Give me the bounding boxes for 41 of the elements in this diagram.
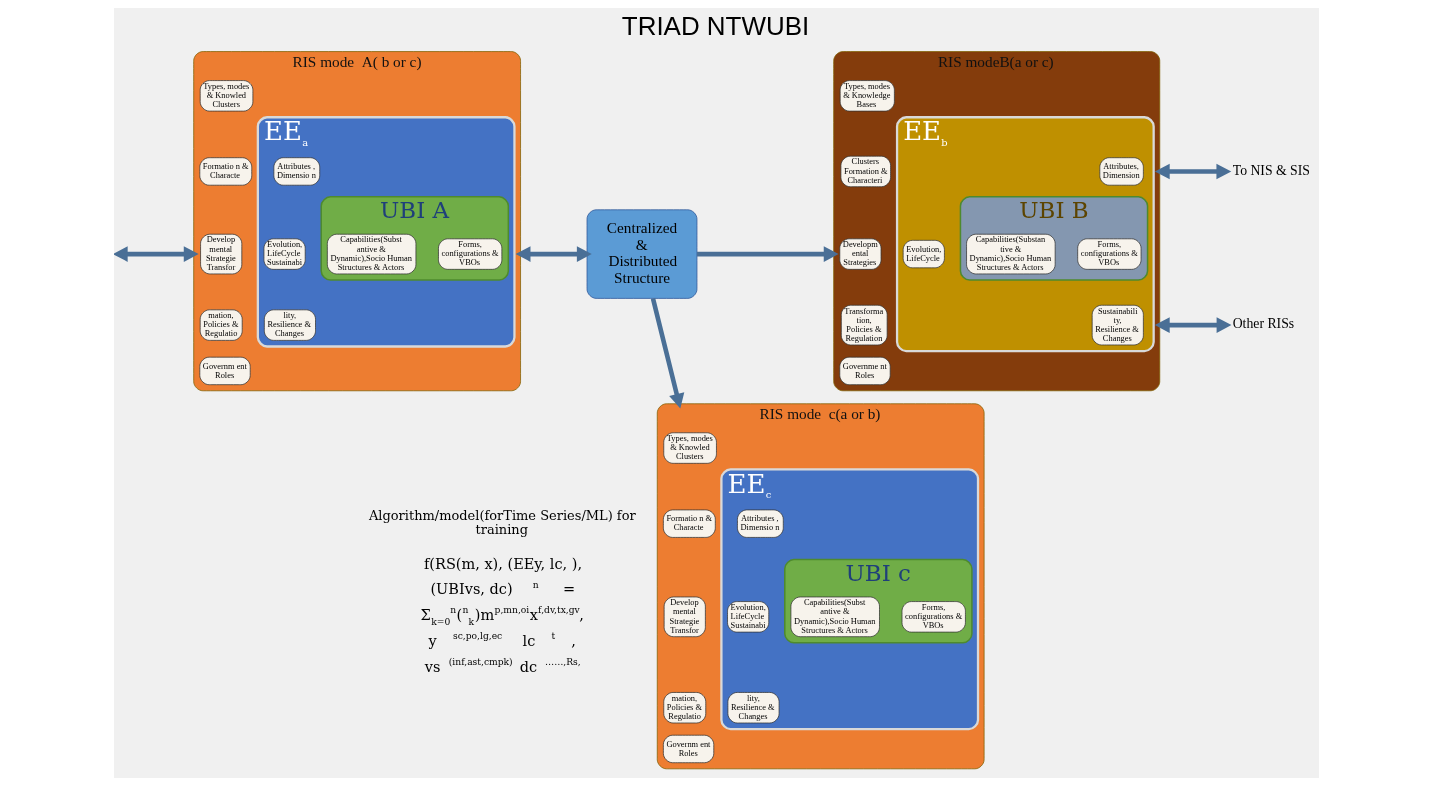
- node-box: mation, Policies & Regulatio: [199, 309, 243, 341]
- node-box: Formatio n & Characte: [198, 157, 252, 186]
- node-box: Forms, configurations & VBOs: [437, 238, 502, 270]
- node-box: Evolution, LifeCycle Sustainabi: [726, 601, 769, 633]
- node-box: Capabilities(Subst antive & Dynamic),Socio Human Structures & Actors: [790, 596, 880, 638]
- node-box: Evolution, LifeCycle: [902, 239, 945, 269]
- arrow: [696, 246, 839, 262]
- node-box: Develop mental Strategie Transfor: [199, 233, 242, 275]
- node-box: Types, modes & Knowledge Bases: [839, 80, 895, 112]
- node-box: Centralized & Distributed Structure: [586, 209, 697, 299]
- node-text: To NIS & SIS: [1232, 162, 1310, 178]
- node-box: Attributes , Dimensio n: [736, 509, 784, 538]
- node-box: Governme nt Roles: [838, 356, 891, 386]
- node-box: Attributes , Dimensio n: [273, 157, 320, 186]
- node-box: Capabilities(Substan tive & Dynamic),Socio Human Structures & Actors: [965, 233, 1056, 275]
- node-box: mation, Policies & Regulatio: [662, 692, 706, 724]
- arrow: [515, 246, 592, 262]
- node-box: Developm ental Strategies: [838, 238, 881, 270]
- node-box: lity, Resilience & Changes: [727, 692, 779, 724]
- node-box: Governm ent Roles: [662, 734, 714, 764]
- node-box: Forms, configurations & VBOs: [1076, 238, 1141, 270]
- node-box: Sustainabili ty, Resilience & Changes: [1091, 304, 1144, 346]
- arrow: [1154, 317, 1231, 333]
- node-box: Types, modes & Knowled Clusters: [199, 80, 253, 112]
- node-box: Evolution, LifeCycle Sustainabi: [263, 238, 306, 270]
- node-box: Forms, configurations & VBOs: [901, 601, 966, 633]
- node-box: Attributes, Dimension: [1098, 157, 1144, 186]
- node-box: Clusters Formation & Characteri: [840, 155, 891, 188]
- arrow: [650, 298, 684, 409]
- arrow: [113, 246, 199, 262]
- node-box: Types, modes & Knowled Clusters: [662, 432, 717, 464]
- node-box: Governm ent Roles: [198, 356, 251, 386]
- node-box: Capabilities(Subst antive & Dynamic),Socio Human Structures & Actors: [326, 233, 416, 275]
- node-box: Formatio n & Characte: [662, 509, 716, 538]
- label: Algorithm/model(forTime Series/ML) for training: [368, 507, 636, 538]
- node-box: lity, Resilience & Changes: [263, 309, 316, 341]
- arrow: [1154, 163, 1231, 180]
- node-box: Develop mental Strategie Transfor: [663, 596, 706, 638]
- node-text: Other RISs: [1232, 316, 1294, 332]
- diagram-title: TRIAD NTWUBI: [621, 10, 809, 41]
- node-box: Transforma tion, Policies & Regulation: [840, 304, 887, 346]
